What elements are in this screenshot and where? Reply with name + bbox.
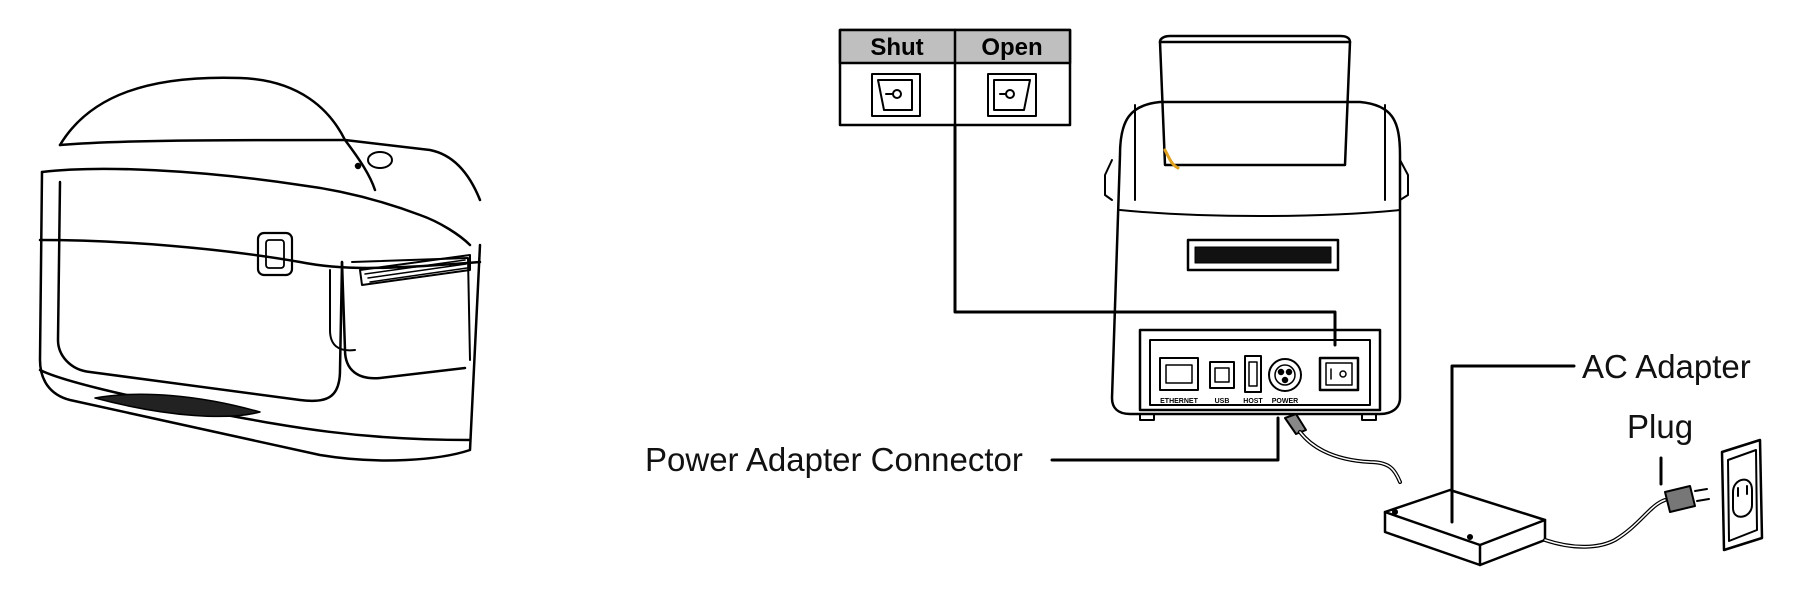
power-connector-callout-line (1050, 416, 1280, 462)
ac-adapter-callout-line (1450, 364, 1576, 524)
callouts: Power Adapter Connector AC Adapter Plug (645, 348, 1751, 524)
printer-front-view (38, 76, 482, 462)
power-jack-icon (1268, 358, 1302, 392)
switch-callout-line (953, 123, 1337, 347)
port-label-power: POWER (1272, 398, 1298, 405)
ethernet-port-icon (1159, 357, 1199, 391)
ac-adapter-label: AC Adapter (1582, 348, 1751, 385)
plug-icon (1664, 485, 1710, 513)
port-label-usb: USB (1215, 398, 1230, 405)
plug-label: Plug (1627, 408, 1693, 445)
power-cable-and-adapter (1284, 413, 1764, 567)
port-label-ethernet: ETHERNET (1160, 398, 1198, 405)
open-header: Open (981, 34, 1042, 61)
rocker-switch-open-icon (987, 73, 1037, 117)
wall-outlet-icon (1720, 438, 1764, 552)
rocker-switch-shut-icon (871, 73, 921, 117)
power-adapter-connector-label: Power Adapter Connector (645, 441, 1023, 478)
printer-back-view: ETHERNET USB HOST POWER (1104, 34, 1409, 421)
power-switch-icon (1318, 356, 1360, 392)
shut-header: Shut (870, 34, 923, 61)
host-port-icon (1244, 355, 1262, 393)
usb-port-icon (1209, 361, 1235, 389)
port-label-host: HOST (1243, 398, 1263, 405)
ac-adapter-icon (1383, 488, 1547, 567)
switch-state-table: Shut Open (838, 28, 1072, 127)
